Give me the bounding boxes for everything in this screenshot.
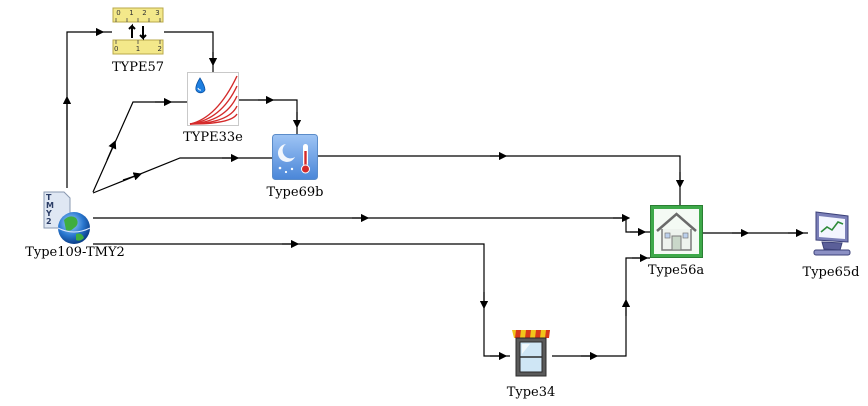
wire-type57-to-type33e[interactable] (164, 31, 214, 72)
label-type56a: Type56a (647, 263, 705, 278)
psychrometric-chart-icon (187, 72, 239, 126)
node-type69b[interactable] (272, 134, 318, 180)
node-type56a[interactable] (650, 205, 703, 258)
wire-arrow (106, 140, 117, 161)
label-type57: TYPE57 (111, 60, 165, 75)
node-type34[interactable] (510, 328, 552, 378)
ruler-tick-label: 0 (116, 9, 121, 17)
weather-globe-icon (43, 191, 91, 244)
label-type65d: Type65d (802, 265, 860, 280)
ruler-tick-label: 3 (155, 9, 160, 17)
label-type69b: Type69b (266, 185, 324, 200)
ruler-tick-label: 0 (114, 45, 119, 53)
node-type65d[interactable] (808, 208, 854, 258)
wire-type33e-to-type69b[interactable] (239, 99, 298, 134)
node-type33e[interactable] (187, 72, 239, 126)
wire-weather-to-type69b[interactable] (92, 157, 272, 194)
ruler-bottom-ticks: 0 1 2 (112, 45, 164, 53)
ruler-tick-label: 2 (157, 45, 162, 53)
wire-arrow (122, 172, 142, 181)
wire-weather-to-type56a[interactable] (93, 217, 650, 233)
node-type57[interactable]: 0 1 2 3 0 1 2 (112, 6, 164, 56)
wire-type34-to-type56a[interactable] (552, 257, 650, 357)
unit-converter-ruler-icon (112, 7, 164, 55)
online-plotter-monitor-icon (813, 211, 851, 256)
wire-type69b-to-type56a[interactable] (318, 155, 681, 205)
label-type34: Type34 (506, 385, 556, 400)
label-type109-tmy2: Type109-TMY2 (25, 245, 125, 260)
wire-weather-to-type34[interactable] (93, 243, 510, 357)
tmy2-badge: TMY2 (46, 193, 54, 226)
ruler-tick-label: 2 (142, 9, 147, 17)
ruler-tick-label: 1 (129, 9, 134, 17)
sky-temperature-icon (272, 134, 318, 180)
wire-weather-to-type33e[interactable] (92, 101, 187, 193)
ruler-top-ticks: 0 1 2 3 (112, 9, 164, 17)
node-type109-tmy2[interactable]: TMY2 (40, 188, 96, 248)
building-house-icon (650, 205, 703, 258)
ruler-tick-label: 1 (135, 45, 141, 53)
window-shading-icon (512, 330, 550, 377)
label-type33e: TYPE33e (183, 130, 243, 145)
